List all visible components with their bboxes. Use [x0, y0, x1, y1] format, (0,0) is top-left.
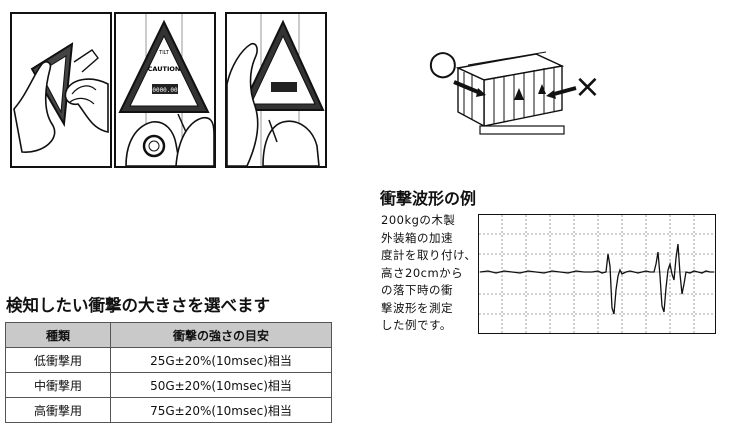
- instruction-panel-peel: [10, 12, 112, 168]
- instruction-panel-attach: 0000.00 TILT CAUTION: [114, 12, 216, 168]
- column-header-strength: 衝撃の強さの目安: [110, 322, 332, 348]
- table-row: 中衝撃用 50G±20%(10msec)相当: [5, 372, 332, 398]
- waveform-description: 200kgの木製 外装箱の加速 度計を取り付け、 高さ20cmから の落下時の衝…: [381, 212, 477, 335]
- table-row: 低衝撃用 25G±20%(10msec)相当: [5, 347, 332, 373]
- column-header-type: 種類: [5, 322, 111, 348]
- waveform-trace: [479, 243, 714, 315]
- instruction-panel-press: [225, 12, 327, 168]
- peel-backing-illustration: [13, 42, 109, 153]
- table-cell-type: 中衝撃用: [5, 372, 111, 398]
- ok-circle-mark: ○: [428, 43, 458, 83]
- desc-line: 高さ20cmから: [381, 265, 464, 280]
- table-cell-type: 低衝撃用: [5, 347, 111, 373]
- table-cell-strength: 50G±20%(10msec)相当: [110, 372, 332, 398]
- desc-line: 撃波形を測定: [381, 300, 453, 315]
- desc-line: 外装箱の加速: [381, 230, 453, 245]
- impact-level-table: 種類 衝撃の強さの目安 低衝撃用 25G±20%(10msec)相当 中衝撃用 …: [5, 322, 332, 423]
- table-cell-strength: 25G±20%(10msec)相当: [110, 347, 332, 373]
- table-header-row: 種類 衝撃の強さの目安: [5, 322, 332, 348]
- waveform-heading: 衝撃波形の例: [380, 189, 477, 208]
- wooden-crate-illustration: [453, 51, 577, 135]
- desc-line: の落下時の衝: [381, 283, 453, 297]
- table-cell-strength: 75G±20%(10msec)相当: [110, 397, 332, 423]
- indicator-code: 0000.00: [152, 87, 178, 94]
- selection-heading: 検知したい衝撃の大きさを選べます: [6, 296, 270, 315]
- desc-line: した例です。: [381, 318, 452, 332]
- desc-line: 度計を取り付け、: [381, 248, 477, 262]
- indicator-caution-text: CAUTION: [148, 65, 181, 73]
- attach-indicator-illustration: 0000.00 TILT CAUTION: [118, 14, 214, 166]
- waveform-grid: [479, 215, 715, 333]
- ng-cross-mark: ×: [574, 67, 601, 105]
- table-row: 高衝撃用 75G±20%(10msec)相当: [5, 397, 332, 423]
- indicator-brand-text: TILT: [158, 50, 170, 56]
- desc-line: 200kgの木製: [381, 213, 456, 227]
- table-cell-type: 高衝撃用: [5, 397, 111, 423]
- shock-waveform-plot: [478, 214, 716, 334]
- press-indicator-illustration: [227, 14, 325, 166]
